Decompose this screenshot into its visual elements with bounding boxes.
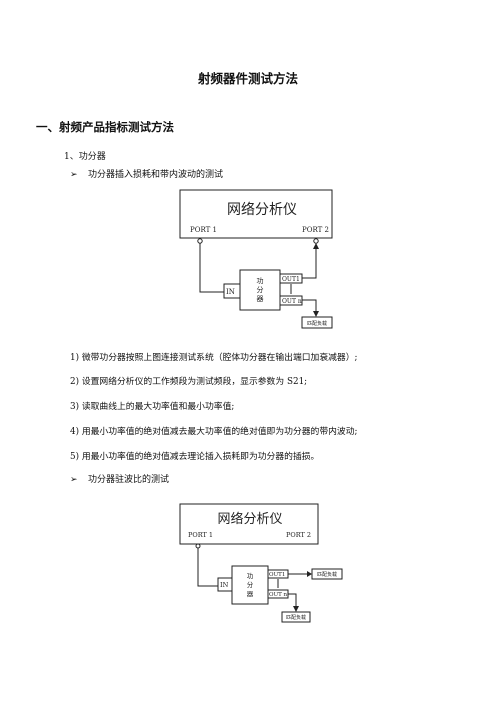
port1-label: PORT 1 xyxy=(190,226,217,234)
page-title: 射频器件测试方法 xyxy=(197,71,298,86)
port2-label: PORT 2 xyxy=(286,531,311,539)
bullet-item-vswr: ➢ 功分器驻波比的测试 xyxy=(70,472,169,485)
section-heading: 一、射频产品指标测试方法 xyxy=(36,120,174,134)
matched-load-box xyxy=(301,316,333,329)
analyzer-label: 网络分析仪 xyxy=(217,511,282,527)
cable-out1-port2 xyxy=(302,246,317,279)
arrow-right-icon: ➢ xyxy=(70,170,78,180)
matched-load-box-1 xyxy=(311,568,343,580)
test-setup-diagram-1: 网络分析仪 PORT 1 PORT 2 IN 功 分 器 OUT1 OUT n … xyxy=(179,189,333,329)
analyzer-label: 网络分析仪 xyxy=(227,202,297,218)
arrow-icon xyxy=(293,606,299,612)
cable-outn-load xyxy=(288,593,297,607)
cable-outn-load xyxy=(302,299,317,312)
out1-label: OUT1 xyxy=(282,276,300,283)
splitter-char-2: 分 xyxy=(257,285,264,294)
outn-label: OUT n xyxy=(282,298,302,305)
port2-connector xyxy=(313,238,319,244)
load2-label: 匹配负载 xyxy=(286,614,306,621)
outn-label: OUT n xyxy=(269,592,288,598)
load1-label: 匹配负载 xyxy=(317,571,337,578)
cable-port1-in xyxy=(199,243,225,293)
load-label: 匹配负载 xyxy=(307,320,327,327)
in-label: IN xyxy=(226,288,235,296)
arrow-icon xyxy=(307,571,312,577)
bullet-text: 功分器插入损耗和带内波动的测试 xyxy=(88,170,224,180)
step-2: 2) 设置网络分析仪的工作频段为测试频段，显示参数为 S21; xyxy=(70,377,308,387)
network-analyzer-box xyxy=(179,503,319,545)
subsection-heading: 1、功分器 xyxy=(64,152,106,162)
matched-load-box-2 xyxy=(281,611,311,623)
step-1: 1) 微带功分器按照上图连接测试系统（腔体功分器在输出端口加衰减器）; xyxy=(70,353,358,363)
arrow-icon xyxy=(313,311,319,317)
port1-connector xyxy=(197,238,203,244)
splitter-char-1: 功 xyxy=(257,276,264,285)
port1-connector xyxy=(195,543,201,549)
out1-label: OUT1 xyxy=(269,572,285,578)
step-4: 4) 用最小功率值的绝对值减去最大功率值的绝对值即为功分器的带内波动; xyxy=(70,427,358,437)
splitter-char-2: 分 xyxy=(247,580,254,589)
port1-label: PORT 1 xyxy=(188,531,213,539)
step-3: 3) 读取曲线上的最大功率值和最小功率值; xyxy=(70,402,235,412)
network-analyzer-box xyxy=(179,189,333,239)
splitter-box xyxy=(231,565,269,605)
bullet-item-insertion-loss: ➢ 功分器插入损耗和带内波动的测试 xyxy=(70,167,223,180)
splitter-char-1: 功 xyxy=(247,572,254,580)
bullet-text: 功分器驻波比的测试 xyxy=(88,475,170,485)
in-label: IN xyxy=(220,581,229,589)
step-5: 5) 用最小功率值的绝对值减去理论插入损耗即为功分器的插损。 xyxy=(70,452,320,462)
splitter-char-3: 器 xyxy=(257,295,264,303)
arrow-icon xyxy=(313,243,319,249)
arrow-right-icon: ➢ xyxy=(70,475,78,485)
cable-port1-in xyxy=(197,548,220,587)
port2-label: PORT 2 xyxy=(302,226,329,234)
splitter-char-3: 器 xyxy=(247,590,254,598)
splitter-box xyxy=(239,269,281,311)
test-setup-diagram-2: 网络分析仪 PORT 1 PORT 2 IN 功 分 器 OUT1 OUT n … xyxy=(179,503,343,623)
